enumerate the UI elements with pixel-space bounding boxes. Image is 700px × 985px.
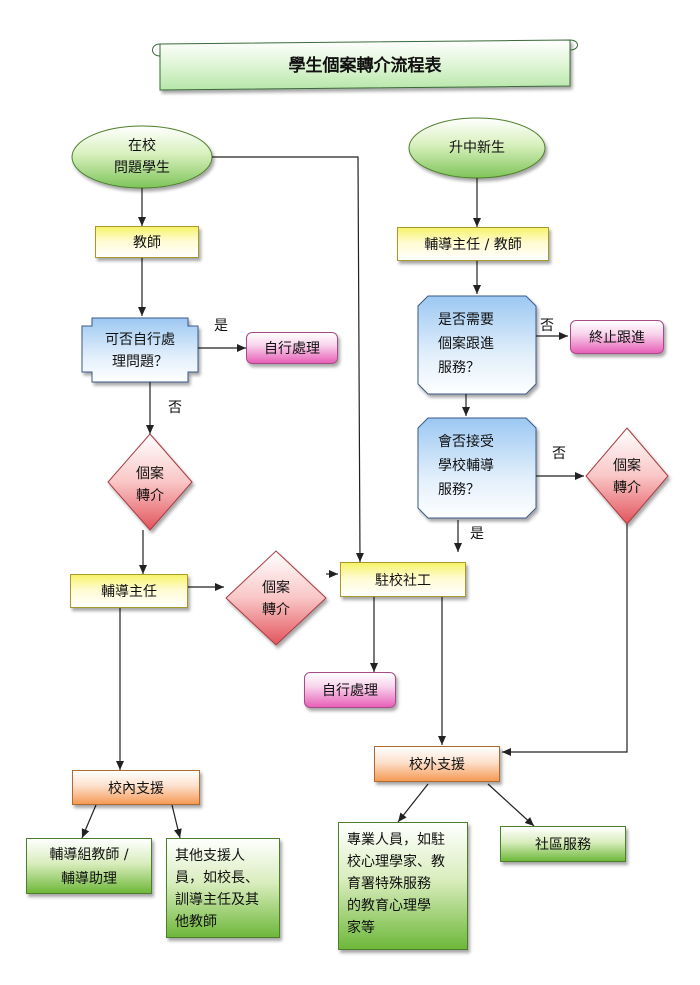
decision-school-line-2: 學校輔導 [438, 458, 494, 474]
external-support-box: 校外支援 [374, 746, 500, 782]
referral-1-line-2: 轉介 [136, 488, 164, 504]
other-support-line-1: 其他支援人 [175, 848, 245, 864]
community-label: 社區服務 [535, 837, 591, 853]
decision-self-shape [81, 317, 199, 383]
referral-diamond-2 [225, 550, 327, 646]
other-support-line-3: 訓導主任及其 [175, 892, 259, 908]
decision-follow-line-1: 是否需要 [438, 312, 494, 328]
self-handle-box-1: 自行處理 [246, 332, 338, 364]
counsel-head-teacher-label: 輔導主任 / 教師 [424, 237, 522, 253]
decision-follow-shape [417, 295, 537, 395]
social-worker-box: 駐校社工 [340, 562, 466, 597]
decision-school-line-1: 會否接受 [438, 434, 494, 450]
no-label-2: 否 [540, 318, 554, 334]
referral-diamond-3 [585, 427, 669, 525]
stop-follow-label: 終止跟進 [589, 330, 645, 346]
community-box: 社區服務 [500, 826, 626, 862]
professionals-line-1: 專業人員，如駐 [347, 832, 445, 848]
start-left-label-2: 問題學生 [114, 160, 170, 176]
professionals-line-4: 的教育心理學 [347, 898, 431, 914]
professionals-box: 專業人員，如駐 校心理學家、教 育署特殊服務 的教育心理學 家等 [338, 822, 468, 950]
yes-label-2: 是 [470, 526, 484, 542]
decision-follow-line-3: 服務？ [438, 360, 480, 376]
counsel-head-left-label: 輔導主任 [101, 584, 157, 600]
self-handle-label-2: 自行處理 [322, 683, 378, 699]
title-banner [152, 39, 578, 91]
internal-support-label: 校內支援 [108, 780, 164, 797]
self-handle-box-2: 自行處理 [304, 672, 396, 708]
referral-2-line-1: 個案 [262, 580, 290, 596]
counsel-head-left-box: 輔導主任 [70, 574, 188, 608]
yes-label-1: 是 [214, 318, 228, 334]
referral-3-line-1: 個案 [613, 458, 641, 474]
other-support-line-2: 員，如校長、 [175, 870, 259, 886]
no-label-3: 否 [552, 446, 566, 462]
decision-self-line-2: 理問題？ [112, 354, 168, 370]
referral-diamond-1 [107, 433, 193, 531]
start-right-label: 升中新生 [449, 140, 505, 156]
counsel-team-line-1: 輔導組教師 / [49, 847, 129, 863]
internal-support-box: 校內支援 [72, 770, 200, 805]
connectors [81, 156, 628, 839]
counsel-team-box: 輔導組教師 / 輔導助理 [26, 838, 152, 894]
other-support-line-4: 他教師 [175, 914, 217, 930]
professionals-line-2: 校心理學家、教 [347, 854, 445, 870]
no-label-1: 否 [168, 400, 182, 416]
referral-1-line-1: 個案 [136, 466, 164, 482]
referral-2-line-2: 轉介 [262, 602, 290, 618]
referral-3-line-2: 轉介 [613, 480, 641, 496]
teacher-box: 教師 [95, 226, 199, 258]
social-worker-label: 駐校社工 [375, 572, 431, 589]
other-support-box: 其他支援人 員，如校長、 訓導主任及其 他教師 [166, 838, 280, 938]
decision-follow-line-2: 個案跟進 [438, 336, 494, 352]
professionals-line-5: 家等 [347, 920, 375, 936]
decision-school-shape [417, 417, 537, 519]
decision-school-line-3: 服務？ [438, 482, 480, 498]
start-left-label-1: 在校 [128, 138, 156, 154]
counsel-team-line-2: 輔導助理 [61, 871, 117, 887]
counsel-head-teacher-box: 輔導主任 / 教師 [397, 227, 549, 261]
stop-follow-box: 終止跟進 [570, 320, 664, 354]
professionals-line-3: 育署特殊服務 [347, 876, 431, 892]
teacher-label: 教師 [133, 235, 161, 251]
decision-self-line-1: 可否自行處 [105, 332, 175, 348]
external-support-label: 校外支援 [409, 757, 465, 773]
self-handle-label-1: 自行處理 [264, 341, 320, 357]
page-title: 學生個案轉介流程表 [288, 56, 442, 76]
